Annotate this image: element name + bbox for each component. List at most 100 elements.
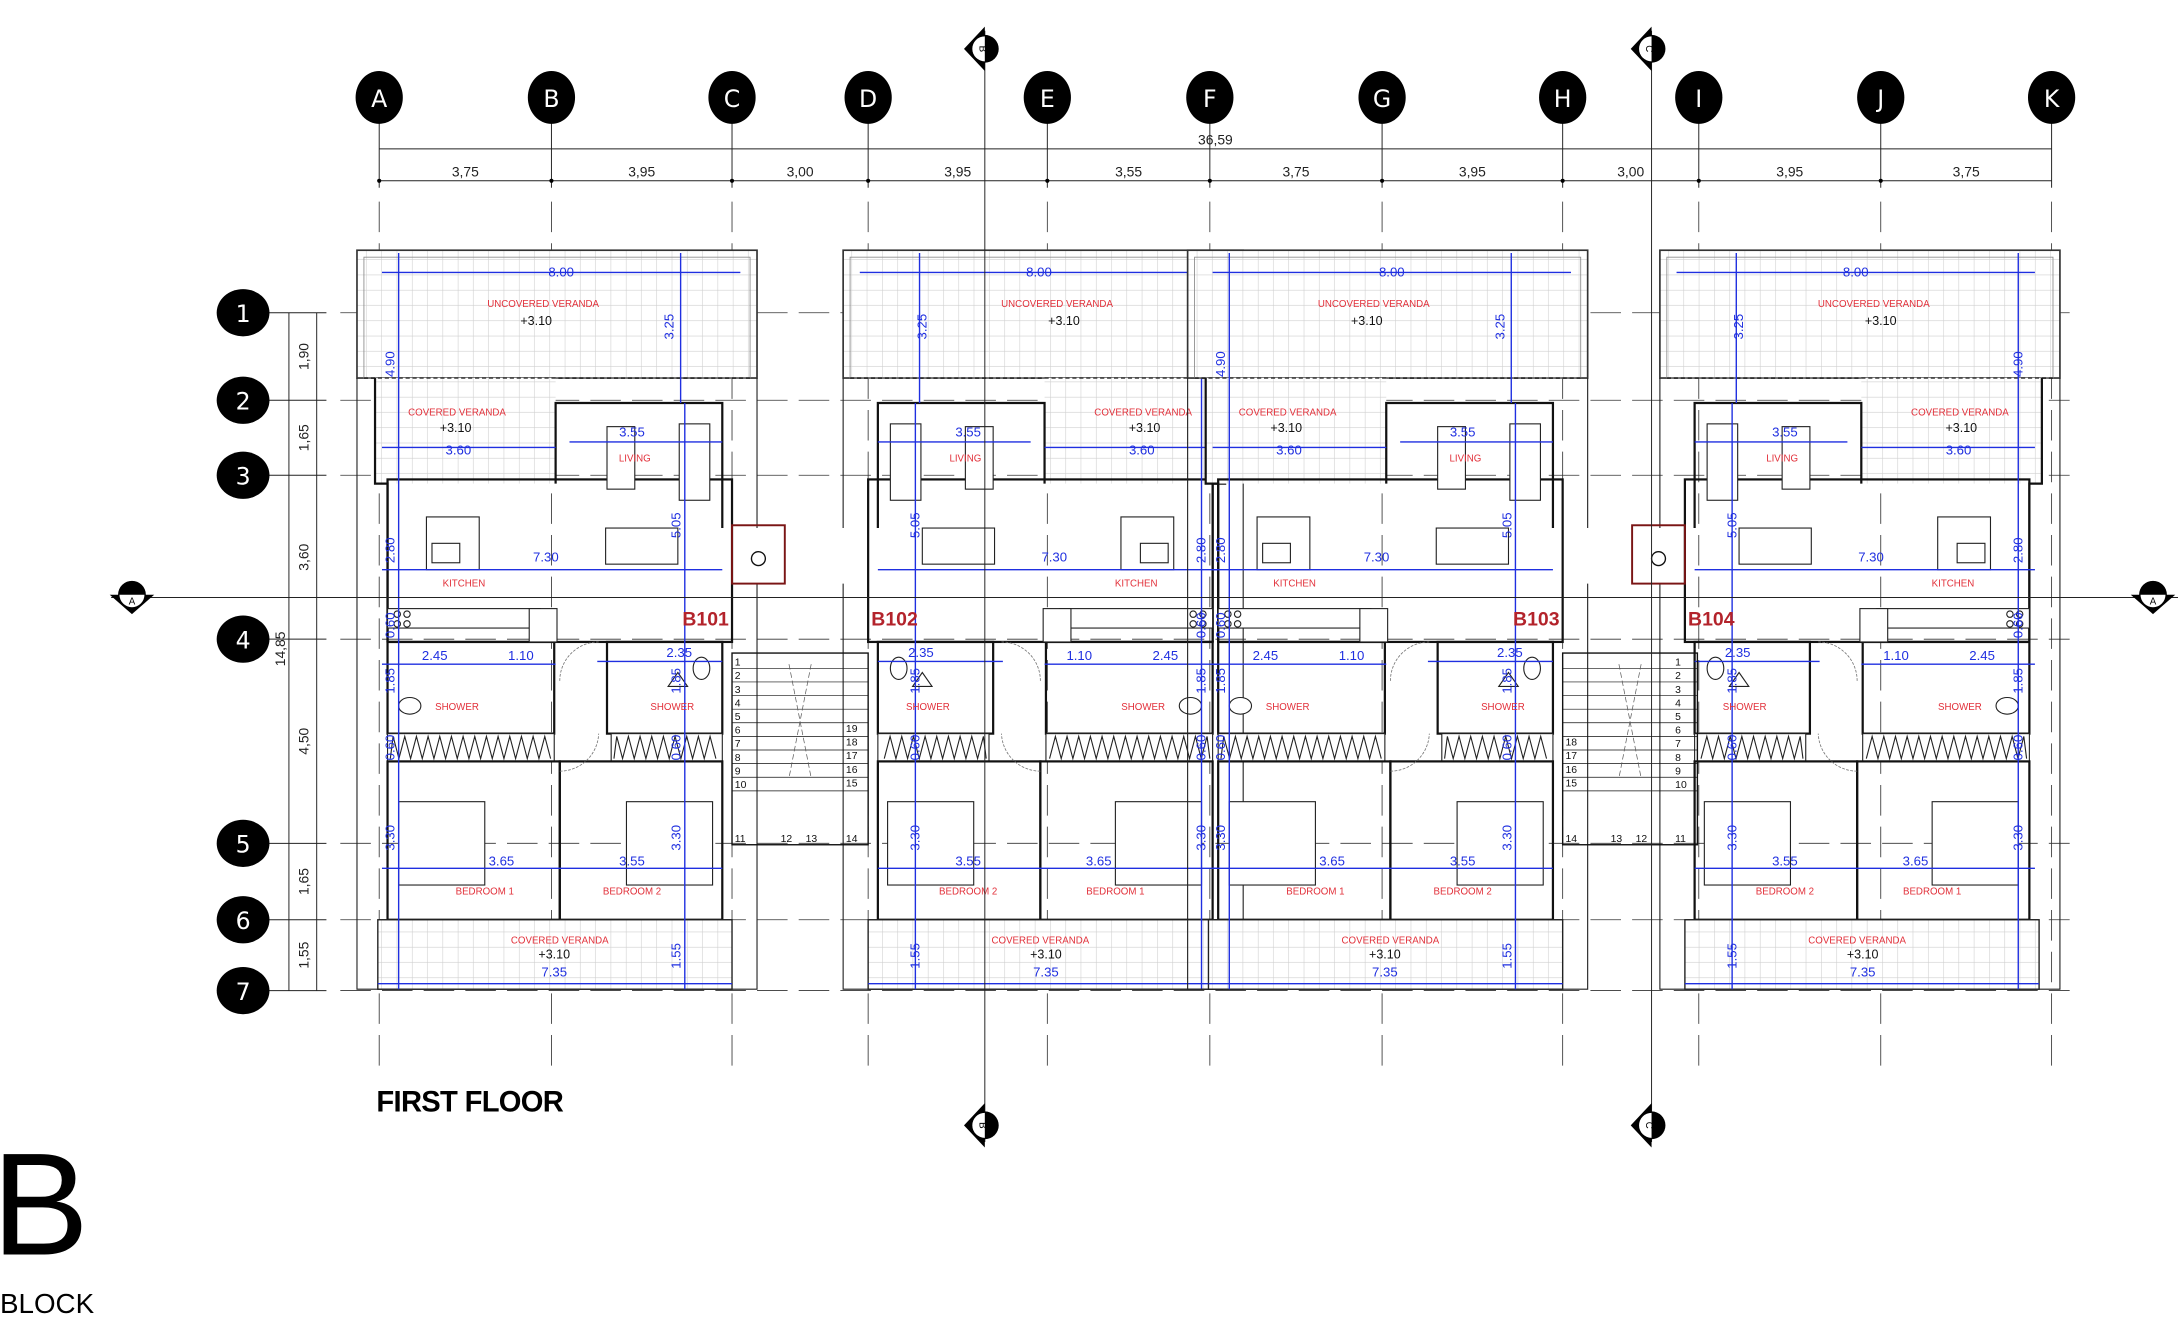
dim-total-depth: 4.90 [1213, 351, 1228, 377]
dim-wardrobe2: 0.60 [1499, 735, 1514, 761]
dim-bath-depth: 1.85 [382, 668, 397, 694]
dim-cvb-w: 7.35 [541, 965, 567, 980]
bed-1 [398, 801, 486, 886]
bed-2 [1703, 801, 1792, 886]
dim-tick [1560, 178, 1565, 183]
dim-bed2-depth: 3.30 [908, 825, 923, 851]
toilet-icon [889, 656, 908, 681]
bedroom1: BEDROOM 1 [1286, 887, 1344, 898]
dim-total-depth: 4.90 [2010, 351, 2025, 377]
ventilation-icon [1728, 671, 1750, 687]
wardrobe-1 [1217, 733, 1386, 762]
dim-tick [1380, 178, 1385, 183]
dim-bath1-w: 2.45 [1969, 648, 1995, 663]
wardrobe-hangers [1049, 734, 1211, 761]
section-label: B [976, 1122, 987, 1128]
dim-bath1-w: 2.45 [422, 648, 448, 663]
bed-1 [1228, 801, 1316, 886]
dim-hall-w: 1.10 [1883, 648, 1909, 663]
wardrobe-1 [386, 733, 555, 762]
dim-kitchen-depth: 2.80 [1213, 537, 1228, 563]
dim-bath2-w: 2.35 [908, 645, 934, 660]
toilet-icon [1995, 696, 2019, 715]
row-dim: 1,90 [295, 343, 311, 370]
sofa-2 [889, 423, 922, 501]
veranda-parapet [1666, 256, 2054, 379]
wardrobe-hangers [883, 734, 987, 761]
dim-total-depth: 4.90 [382, 351, 397, 377]
stair-step-number: 8 [1675, 753, 1681, 764]
unit-geometry [1631, 249, 2061, 990]
grid-label-3: 3 [236, 463, 251, 491]
grid-bubble-K [2027, 71, 2076, 124]
covered-veranda-area [1205, 378, 1387, 484]
sink-icon [431, 542, 461, 564]
dim-bath-depth: 1.85 [1194, 668, 1209, 694]
dim-living-w: 3.55 [1450, 424, 1476, 439]
uncovered-veranda: UNCOVERED VERANDA [487, 299, 599, 310]
dim-veranda-w: 8.00 [1026, 265, 1052, 280]
grid-bubble-4 [216, 615, 270, 663]
dim-bed1-w: 3.65 [1086, 854, 1112, 869]
stair-step-number: 9 [735, 766, 741, 777]
stove-burner-icon [1233, 610, 1242, 618]
wardrobe-hangers [613, 734, 717, 761]
stair-step-number: 1 [1675, 658, 1681, 669]
dim-tick [1207, 178, 1212, 183]
unit-label: B104 [1688, 608, 1735, 630]
section-marker-A: A [2130, 580, 2176, 615]
grid-bubble-E [1023, 71, 1071, 124]
row-dim: 1,65 [295, 868, 311, 895]
dim-bed1-w: 3.65 [489, 854, 515, 869]
grid-bubble-I [1675, 71, 1723, 124]
stove-burner-icon [403, 620, 411, 628]
column-dim: 3,95 [1776, 164, 1803, 180]
stair-step-number: 12 [1636, 834, 1648, 845]
dim-bed2-depth: 3.30 [1499, 825, 1514, 851]
dim-kitchen-depth: 2.80 [2010, 537, 2025, 563]
sofa-2 [1509, 423, 1541, 501]
wardrobe-hangers [1220, 734, 1382, 761]
column-dim: 3,75 [1282, 164, 1309, 180]
stair-step-number: 12 [781, 834, 793, 845]
wheelchair-icon [750, 550, 767, 567]
dim-bed1-depth: 3.30 [382, 825, 397, 851]
dim-bath-depth: 1.85 [1213, 668, 1228, 694]
dim-counter: 0.60 [382, 612, 397, 638]
unit-label: B101 [682, 608, 729, 630]
row-dim: 1,65 [295, 424, 311, 451]
dim-bath-depth: 1.85 [2010, 668, 2025, 694]
dim-living-depth: 5.05 [908, 512, 923, 538]
bed-2 [1456, 801, 1544, 886]
stair-step-number: 14 [846, 834, 858, 845]
unit-label: B102 [871, 608, 918, 630]
covered-veranda-bottom: COVERED VERANDA [992, 935, 1090, 946]
uncovered-veranda-area [1186, 249, 1589, 379]
dim-uv-depth: 3.25 [662, 314, 677, 340]
sofa [1435, 527, 1510, 565]
dim-kitchen-w: 7.30 [1858, 549, 1884, 564]
grid-label-B: B [543, 85, 559, 113]
dim-tick [377, 178, 382, 183]
stair-step-number: 8 [735, 753, 741, 764]
veranda-parapet [1194, 256, 1582, 379]
unit-geometry [842, 249, 1245, 990]
door-swing [1818, 641, 1858, 681]
row-dim: 3,60 [295, 543, 311, 570]
column-dim: 3,55 [1115, 164, 1142, 180]
dim-bath2-w: 2.35 [666, 645, 692, 660]
dim-hall-w: 1.10 [508, 648, 534, 663]
grid-bubble-6 [216, 896, 270, 944]
wardrobe-1 [1045, 733, 1214, 762]
dim-cvb-w: 7.35 [1372, 965, 1398, 980]
dim-cv-w: 3.60 [1946, 442, 1972, 457]
kitchen-living-room [1217, 478, 1564, 644]
grid-bubble-1 [216, 289, 270, 337]
section-label: A [129, 596, 136, 607]
dim-kitchen-w: 7.30 [1041, 549, 1067, 564]
shower1: SHOWER [1266, 702, 1310, 713]
stair-step-number: 13 [806, 834, 818, 845]
